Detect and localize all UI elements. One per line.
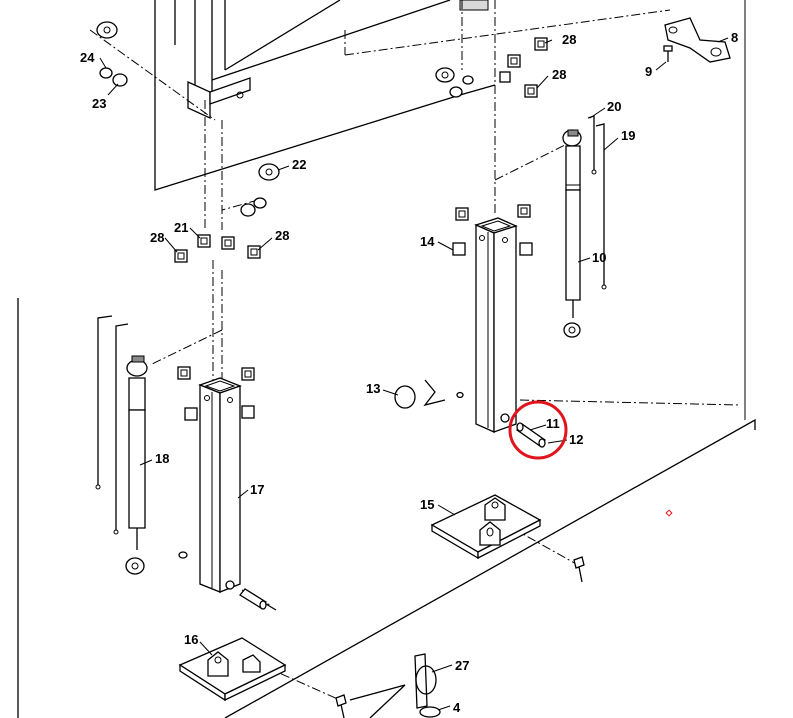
- callout-21: 21: [174, 220, 188, 235]
- floor-plate-outline: [17, 0, 756, 718]
- right-column: [474, 217, 518, 434]
- lynch-pin-27: [349, 653, 441, 718]
- right-wire-rods: [587, 115, 607, 290]
- callout-20: 20: [607, 99, 621, 114]
- callout-14: 14: [420, 234, 435, 249]
- left-gas-spring: [125, 355, 148, 575]
- callout-labels: 4 8 9 10 11 12 13 14 15 16 17 18 19 20 2…: [80, 30, 738, 715]
- callout-22: 22: [292, 157, 306, 172]
- left-column: [178, 377, 242, 593]
- lower-pin: [239, 588, 277, 611]
- callout-19: 19: [621, 128, 635, 143]
- callout-13: 13: [366, 381, 380, 396]
- base-plate-16: [178, 637, 287, 702]
- callout-23: 23: [92, 96, 106, 111]
- leader-lines: [99, 37, 729, 711]
- callout-17: 17: [250, 482, 264, 497]
- callout-27: 27: [455, 658, 469, 673]
- red-marker: [665, 509, 673, 517]
- callout-28-top: 28: [562, 32, 576, 47]
- callout-15: 15: [420, 497, 434, 512]
- callout-10: 10: [592, 250, 606, 265]
- pin-11: [516, 422, 546, 448]
- shim-plates: [174, 37, 548, 421]
- top-hardware: [96, 21, 474, 217]
- top-panel-frame: [154, 0, 496, 191]
- callout-12: 12: [569, 432, 583, 447]
- callout-8: 8: [731, 30, 738, 45]
- callout-4: 4: [453, 700, 461, 715]
- left-wire-rods: [95, 315, 129, 535]
- callout-18: 18: [155, 451, 169, 466]
- callout-9: 9: [645, 64, 652, 79]
- callout-28-upper: 28: [552, 67, 566, 82]
- callout-28-right: 28: [275, 228, 289, 243]
- callout-16: 16: [184, 632, 198, 647]
- bolts: [335, 556, 585, 718]
- highlight-circle: [508, 400, 568, 460]
- base-plate-15: [430, 494, 542, 560]
- retaining-clip-13: [394, 379, 464, 409]
- bracket-8: [663, 17, 731, 63]
- callout-11: 11: [546, 416, 560, 431]
- callout-24: 24: [80, 50, 95, 65]
- callout-28-left: 28: [150, 230, 164, 245]
- right-gas-spring: [562, 129, 582, 338]
